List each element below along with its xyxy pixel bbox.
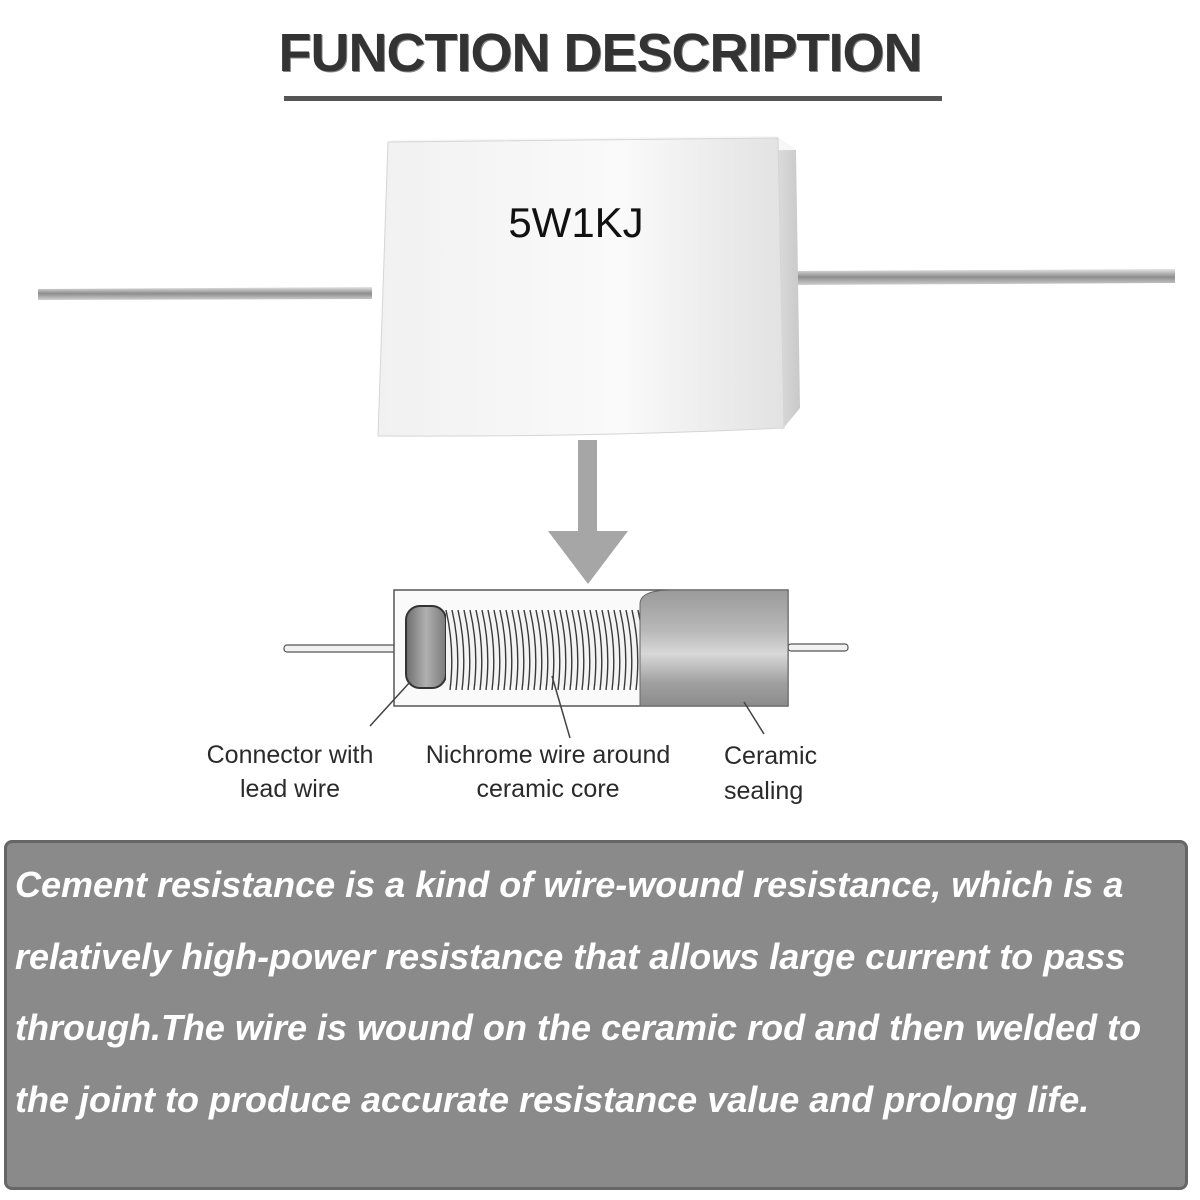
page-title: FUNCTION DESCRIPTION <box>278 23 922 83</box>
coil-winding <box>547 609 555 691</box>
coil-winding <box>607 609 615 691</box>
coil-winding <box>493 609 501 691</box>
nichrome-coil <box>445 609 657 691</box>
connector-cap <box>405 605 447 689</box>
coil-winding <box>577 609 585 691</box>
coil-winding <box>511 609 519 691</box>
connector-label-line2: lead wire <box>240 775 340 803</box>
down-arrow-icon <box>548 440 628 584</box>
ceramic-label-line1: Ceramic <box>724 742 817 770</box>
coil-winding <box>559 609 567 691</box>
coil-winding <box>589 609 597 691</box>
nichrome-label-line2: ceramic core <box>476 775 619 803</box>
coil-winding <box>601 609 609 691</box>
nichrome-label-line1: Nichrome wire around <box>426 741 671 769</box>
cross-section-diagram <box>283 589 849 739</box>
coil-winding <box>463 609 471 691</box>
ceramic-label-line2: sealing <box>724 777 803 805</box>
resistor-marking: 5W1KJ <box>508 199 643 246</box>
coil-winding <box>451 609 459 691</box>
coil-winding <box>541 609 549 691</box>
coil-winding <box>487 609 495 691</box>
coil-winding <box>523 609 531 691</box>
resistor-body <box>377 137 785 437</box>
coil-winding <box>625 609 633 691</box>
resistor-photo: 5W1KJ <box>38 136 1175 437</box>
coil-winding <box>469 609 477 691</box>
connector-leader-line <box>369 681 411 727</box>
coil-winding <box>529 609 537 691</box>
coil-winding <box>505 609 513 691</box>
cross-left-lead <box>283 644 401 653</box>
coil-winding <box>535 609 543 691</box>
left-lead-wire <box>38 287 372 300</box>
resistor-diagram: 5W1KJ Connector with lead wire Nichrome … <box>38 136 1175 805</box>
coil-winding <box>595 609 603 691</box>
right-lead-wire <box>790 269 1175 285</box>
connector-label-line1: Connector with <box>207 741 374 769</box>
coil-winding <box>583 609 591 691</box>
coil-winding <box>631 609 639 691</box>
description-box: Cement resistance is a kind of wire-woun… <box>4 840 1188 1190</box>
coil-winding <box>553 609 561 691</box>
description-text: Cement resistance is a kind of wire-woun… <box>15 864 1142 1120</box>
coil-winding <box>565 609 573 691</box>
title-underline <box>284 96 942 101</box>
coil-winding <box>457 609 465 691</box>
coil-winding <box>571 609 579 691</box>
coil-winding <box>475 609 483 691</box>
nichrome-leader-line <box>551 675 571 739</box>
cross-right-lead <box>787 643 849 652</box>
ceramic-leader-line <box>743 701 765 735</box>
coil-winding <box>613 609 621 691</box>
ceramic-sealing <box>639 589 789 707</box>
coil-winding <box>517 609 525 691</box>
coil-winding <box>445 609 453 691</box>
coil-winding <box>619 609 627 691</box>
coil-winding <box>499 609 507 691</box>
coil-winding <box>481 609 489 691</box>
